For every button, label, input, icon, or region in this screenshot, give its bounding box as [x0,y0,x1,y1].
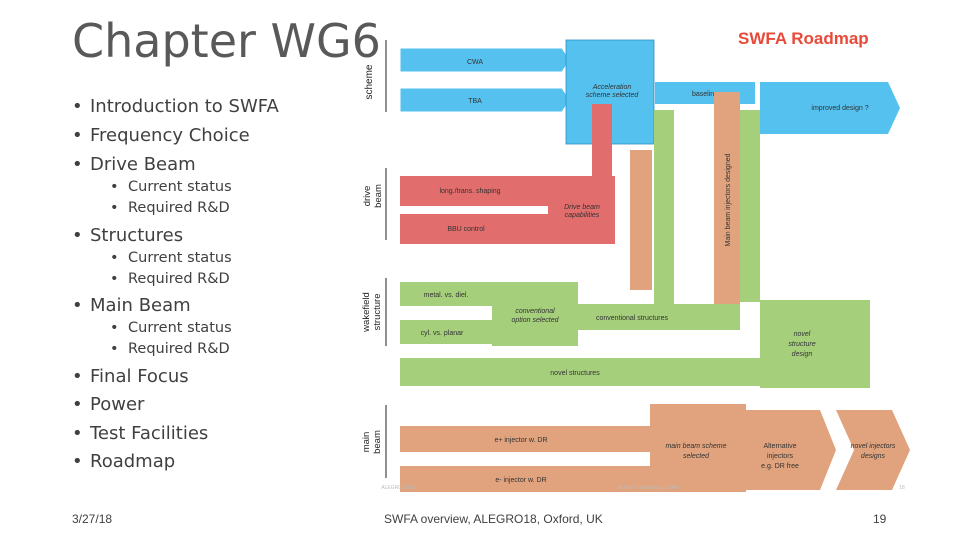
outline-subitem: •Required R&D [110,341,230,357]
novel-structures-label: novel structures [550,370,600,377]
orange-connector [630,150,652,290]
outline-subitem: •Current status [110,179,232,195]
long-trans-shaping-bar [400,176,548,206]
conventional-structures-label: conventional structures [596,315,668,322]
main-beam-scheme-block [650,404,746,492]
green-connector-left [654,110,674,322]
roadmap-diagram: scheme drive beam wakefield structure ma… [361,39,910,492]
acceleration-scheme-label-2: scheme selected [586,92,640,99]
conventional-option-label-1: conventional [515,308,555,315]
novel-structure-label-3: design [792,351,813,358]
outline-item: •Drive Beam [72,154,196,175]
e-plus-injector-bar [400,426,650,452]
novel-injectors-label-1: novel injectors [851,443,896,450]
conventional-structures-bar [578,304,740,330]
roadmap-title: SWFA Roadmap [738,29,869,48]
novel-structure-label-1: novel [794,331,811,338]
main-beam-scheme-label-1: main beam scheme [665,443,726,450]
outline-item: •Main Beam [72,295,191,316]
novel-injectors-arrow [836,410,910,490]
outline-subitem: •Required R&D [110,200,230,216]
cwa-label: CWA [467,59,483,66]
drive-beam-capabilities-block [548,176,615,244]
bbu-control-label: BBU control [447,226,485,233]
tba-arrow [399,87,571,113]
alternative-injectors-label-3: e.g. DR free [761,463,799,470]
main-beam-injectors-bar [714,92,740,308]
cyl-vs-planar-bar [400,320,492,344]
alternative-injectors-label-1: Alternative [763,443,796,450]
alternative-injectors-arrow [746,410,836,490]
e-plus-injector-label: e+ injector w. DR [494,437,547,444]
outline-item: •Structures [72,225,184,246]
novel-injectors-label-2: designs [861,453,886,460]
footer-date: 3/27/18 [72,512,113,526]
row-label-wakefield: wakefield [361,292,372,333]
baseline-label: baseline [692,91,718,98]
drive-beam-capabilities-label-1: Drive beam [564,204,600,211]
novel-structure-label-2: structure [788,341,815,348]
row-label-structure: structure [372,294,383,331]
row-label-scheme: scheme [364,64,375,99]
acceleration-scheme-label-1: Acceleration [592,84,632,91]
page-title: Chapter WG6 [72,14,381,68]
outline-item: •Frequency Choice [72,125,250,146]
green-connector-right [740,110,760,302]
row-label-beam: beam [373,184,384,208]
improved-design-label: improved design ? [811,105,868,112]
outline-item: •Introduction to SWFA [72,96,279,117]
faint-footer-left: ALEGRO 2018 [381,485,415,491]
novel-structures-bar [400,358,760,386]
metal-vs-diel-bar [400,282,492,306]
alternative-injectors-label-2: injectors [767,453,794,460]
drive-beam-red-connector [592,104,612,178]
tba-label: TBA [468,98,482,105]
novel-structure-design-block [760,300,870,388]
faint-footer-mid: ALEGRO Workshop, CERN [617,485,679,491]
improved-design-arrow [760,82,900,134]
row-label-drive: drive [362,186,373,207]
cyl-vs-planar-label: cyl. vs. planar [421,330,464,337]
outline-item: •Final Focus [72,366,189,387]
cwa-arrow [399,47,571,73]
e-minus-injector-label: e- injector w. DR [495,477,546,484]
long-trans-shaping-label: long./trans. shaping [439,188,500,195]
row-label-beam-2: beam [372,430,383,454]
conventional-option-block [492,282,578,346]
metal-vs-diel-label: metal. vs. diel. [424,292,469,299]
outline-subitem: •Current status [110,250,232,266]
outline-item: •Test Facilities [72,423,209,444]
outline-item: •Roadmap [72,451,176,472]
conventional-option-label-2: option selected [511,317,559,324]
drive-beam-capabilities-label-2: capabilities [565,212,600,219]
row-label-main: main [361,432,372,453]
outline-item: •Power [72,394,145,415]
outline-subitem: •Current status [110,320,232,336]
outline-subitem: •Required R&D [110,271,230,287]
bbu-control-bar [400,214,548,244]
footer-center: SWFA overview, ALEGRO18, Oxford, UK [384,512,603,526]
footer-page-number: 19 [873,512,887,526]
main-beam-injectors-label: Main beam injectors designed [725,153,732,246]
e-minus-injector-bar [400,466,650,492]
main-beam-scheme-label-2: selected [683,453,710,460]
faint-footer-right: 18 [899,485,905,491]
